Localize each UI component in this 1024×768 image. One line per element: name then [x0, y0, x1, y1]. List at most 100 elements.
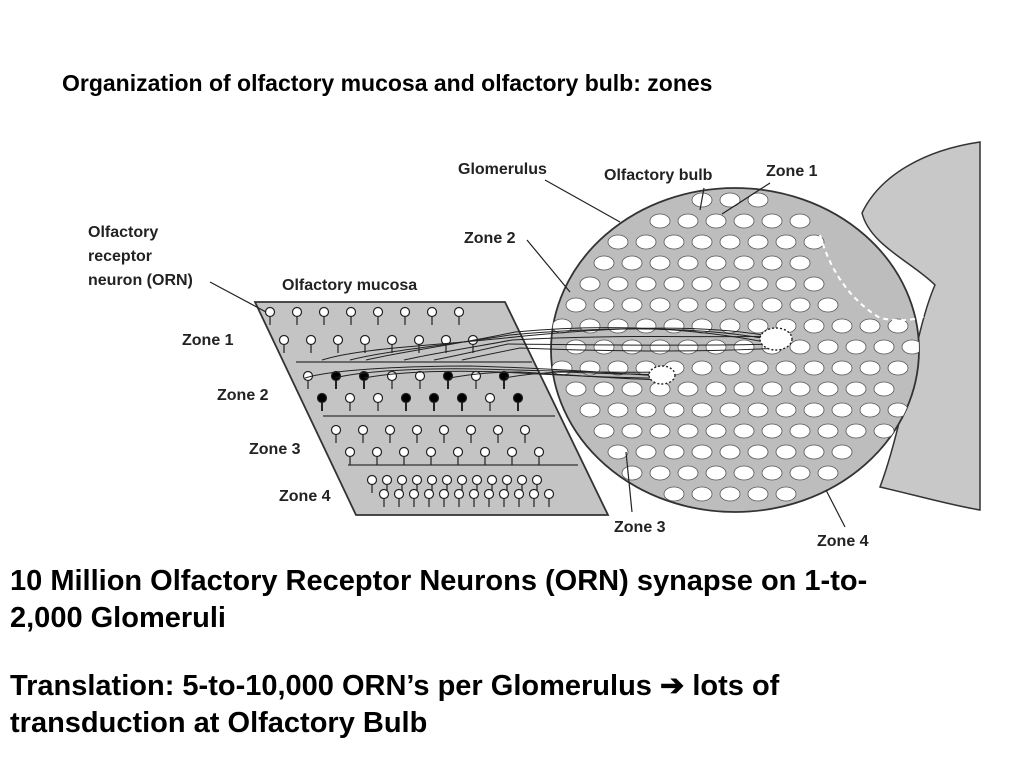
receptor-neuron — [305, 334, 317, 353]
glomerulus — [635, 402, 657, 418]
zone1-boundary — [819, 234, 926, 322]
receptor-neuron — [513, 488, 525, 507]
glomerulus — [593, 297, 615, 313]
glomerulus — [593, 255, 615, 271]
receptor-neuron — [438, 424, 450, 443]
receptor-neuron — [426, 306, 438, 325]
glomerulus — [831, 318, 853, 334]
label-olfactory-mucosa: Olfactory mucosa — [282, 277, 417, 294]
receptor-neuron — [366, 474, 378, 493]
receptor-neuron — [344, 446, 356, 465]
glomerulus — [551, 360, 573, 376]
receptor-neuron — [291, 306, 303, 325]
glomerulus — [719, 360, 741, 376]
glomerulus — [621, 255, 643, 271]
glomerulus — [649, 381, 671, 397]
glomerulus — [719, 234, 741, 250]
glomerulus — [649, 465, 671, 481]
receptor-neuron — [471, 474, 483, 493]
glomerulus — [845, 339, 867, 355]
glomerulus — [831, 360, 853, 376]
glomerulus — [803, 234, 825, 250]
glomerulus — [621, 339, 643, 355]
receptor-neuron — [408, 488, 420, 507]
glomerulus — [747, 486, 769, 502]
glomerulus — [663, 234, 685, 250]
receptor-neurons — [264, 306, 555, 507]
target-glomeruli — [648, 327, 793, 385]
receptor-neuron — [486, 474, 498, 493]
glomerulus — [747, 234, 769, 250]
glomerulus — [859, 402, 881, 418]
glomerulus — [635, 234, 657, 250]
glomerulus — [705, 381, 727, 397]
glomerulus — [817, 423, 839, 439]
glomerulus — [733, 339, 755, 355]
label-bulb-zone2: Zone 2 — [464, 230, 516, 247]
paragraph-translation-lead: Translation: 5-to-10,000 ORN’s per Glome… — [10, 670, 660, 702]
receptor-neuron — [330, 424, 342, 443]
glomerulus — [635, 276, 657, 292]
label-orn-line3: neuron (ORN) — [88, 272, 193, 289]
glomerulus — [733, 465, 755, 481]
glomerulus — [565, 339, 587, 355]
label-bulb-zone1: Zone 1 — [766, 163, 818, 180]
receptor-neuron — [411, 424, 423, 443]
glomerulus — [649, 339, 671, 355]
glomerulus — [747, 444, 769, 460]
axon-bundle — [304, 327, 785, 381]
receptor-neuron — [278, 334, 290, 353]
glomerulus — [719, 276, 741, 292]
glomerulus — [705, 339, 727, 355]
glomerulus — [621, 465, 643, 481]
receptor-neuron — [528, 488, 540, 507]
glomerulus — [775, 486, 797, 502]
receptor-neuron — [516, 474, 528, 493]
glomerulus — [845, 381, 867, 397]
receptor-neuron — [453, 306, 465, 325]
glomerulus — [677, 255, 699, 271]
receptor-neuron — [492, 424, 504, 443]
receptor-neuron — [372, 306, 384, 325]
receptor-neuron — [456, 474, 468, 493]
glomerulus — [859, 360, 881, 376]
glomerulus — [747, 402, 769, 418]
glomerulus — [677, 297, 699, 313]
label-orn-line1: Olfactory — [88, 224, 158, 241]
receptor-neuron — [484, 392, 496, 411]
receptor-neuron — [425, 446, 437, 465]
glomerulus — [621, 381, 643, 397]
glomerulus — [887, 318, 909, 334]
paragraph-translation: Translation: 5-to-10,000 ORN’s per Glome… — [10, 668, 910, 742]
glomerulus — [691, 402, 713, 418]
receptor-neuron — [359, 334, 371, 353]
glomerulus — [635, 444, 657, 460]
glomerulus — [663, 402, 685, 418]
glomerulus — [733, 297, 755, 313]
glomerulus — [719, 192, 741, 208]
glomerulus — [719, 402, 741, 418]
receptor-neuron — [483, 488, 495, 507]
glomerulus — [747, 192, 769, 208]
glomerulus — [761, 381, 783, 397]
glomerulus — [803, 276, 825, 292]
label-glomerulus: Glomerulus — [458, 161, 547, 178]
glomerulus — [579, 276, 601, 292]
glomerulus — [691, 444, 713, 460]
glomerulus — [817, 465, 839, 481]
glomerulus — [719, 486, 741, 502]
glomerulus — [789, 465, 811, 481]
glomerulus — [565, 297, 587, 313]
receptor-neuron — [371, 446, 383, 465]
label-olfactory-bulb: Olfactory bulb — [604, 167, 713, 184]
paragraph-orn-synapse: 10 Million Olfactory Receptor Neurons (O… — [10, 565, 868, 634]
receptor-neuron — [345, 306, 357, 325]
receptor-neuron — [453, 488, 465, 507]
glomerulus — [705, 423, 727, 439]
glomerulus — [747, 318, 769, 334]
glomerulus — [621, 423, 643, 439]
glomerulus — [761, 465, 783, 481]
glomerulus — [775, 402, 797, 418]
glomerulus — [565, 381, 587, 397]
glomerulus — [817, 381, 839, 397]
